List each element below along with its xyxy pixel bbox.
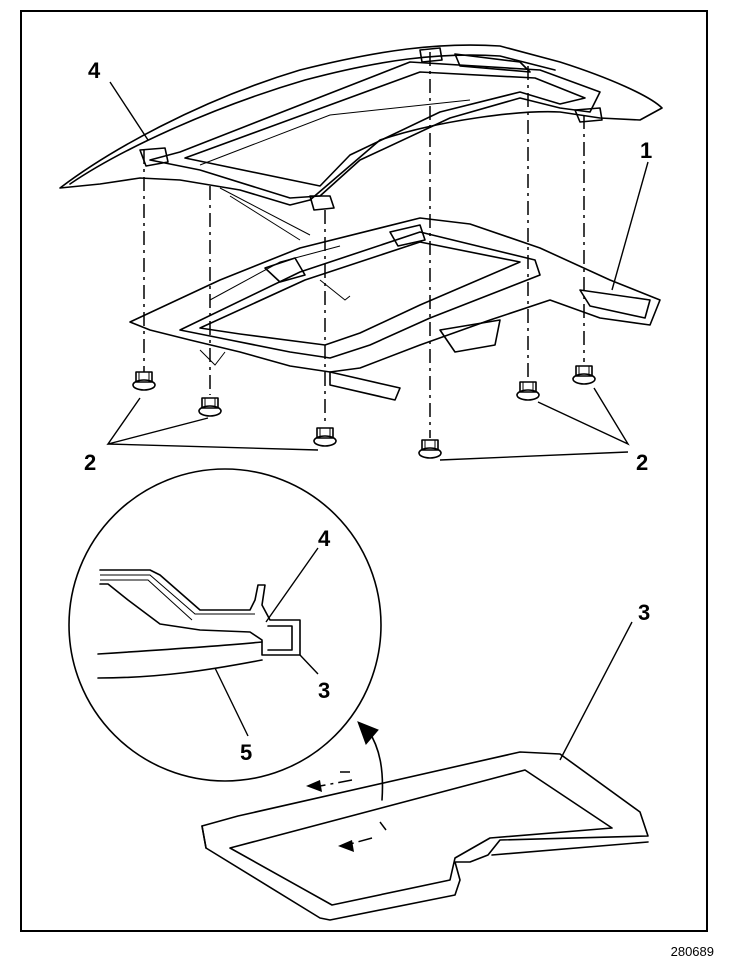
arrow-icon [338,840,354,852]
diagram-border [20,10,708,932]
leader-lines-top [106,81,649,461]
callout-roof-panel: 4 [88,58,101,83]
bolt-icon [516,381,540,401]
callout-detail-seal: 3 [318,678,330,703]
sunroof-seal [201,621,649,921]
sunroof-module [129,217,661,401]
bolt-icon [198,397,222,417]
bolt-icon [572,365,596,385]
figure-id: 280689 [670,944,714,959]
roof-panel [59,44,663,241]
callout-bolts-right: 2 [636,450,648,475]
bolt-icon [418,439,442,459]
callout-detail-roof: 4 [318,526,331,551]
callout-detail-headliner: 5 [240,740,252,765]
bolt-icon [132,371,156,391]
arrow-icon [306,780,322,792]
arrow-icon [357,721,379,745]
alignment-lines [143,52,585,438]
callout-sunroof-module: 1 [640,138,652,163]
bolts-group-right [418,365,596,459]
callout-bolts-left: 2 [84,450,96,475]
callout-seal: 3 [638,600,650,625]
bolt-icon [313,427,337,447]
detail-view [68,468,382,782]
bolts-group-left [132,371,337,447]
motion-arrows [306,721,387,852]
